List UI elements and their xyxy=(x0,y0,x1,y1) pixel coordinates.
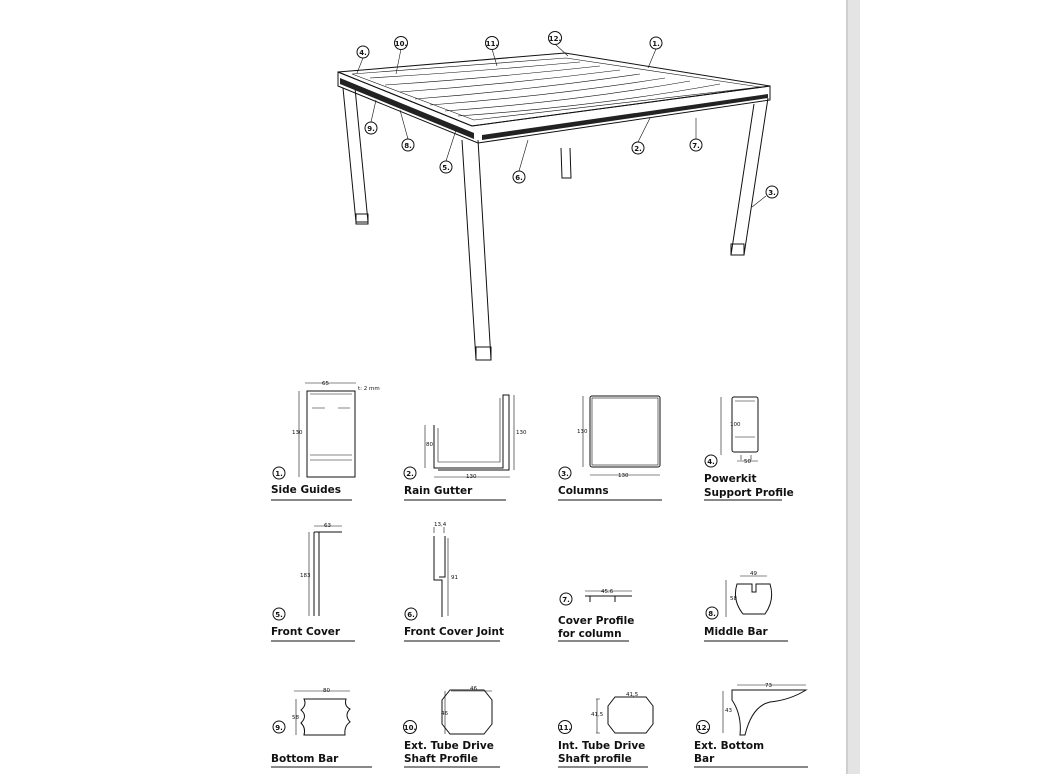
svg-text:12.: 12. xyxy=(549,35,561,43)
svg-text:73: 73 xyxy=(765,683,772,689)
svg-text:100: 100 xyxy=(730,422,741,428)
svg-text:Rain Gutter: Rain Gutter xyxy=(404,485,473,497)
svg-text:9.: 9. xyxy=(367,125,375,133)
part-columns: 130 130 3. Columns xyxy=(558,395,662,501)
callout-5: 5. xyxy=(439,160,453,174)
svg-text:7.: 7. xyxy=(692,142,700,150)
document-page: 4. 10. 11. 12. 1. 9. 8. 5. 6. 2. 7. 3. 6… xyxy=(271,31,808,768)
svg-text:41,5: 41,5 xyxy=(626,692,639,698)
svg-text:6.: 6. xyxy=(515,174,523,182)
svg-text:Ext. Tube Drive: Ext. Tube Drive xyxy=(404,740,494,752)
svg-text:3.: 3. xyxy=(561,470,569,478)
svg-text:10.: 10. xyxy=(395,40,407,48)
svg-text:5.: 5. xyxy=(275,611,283,619)
svg-text:4.: 4. xyxy=(707,458,715,466)
svg-text:130: 130 xyxy=(618,473,629,479)
callout-6: 6. xyxy=(512,170,526,184)
svg-text:Bottom Bar: Bottom Bar xyxy=(271,753,339,765)
svg-text:6.: 6. xyxy=(407,611,415,619)
vertical-scrollbar[interactable] xyxy=(846,0,860,774)
column-right xyxy=(730,97,769,256)
svg-text:8.: 8. xyxy=(708,610,716,618)
part-cover-profile-for-column: 45.6 7. Cover Profile for column xyxy=(558,589,634,642)
part-ext-bottom-bar: 73 43 12. Ext. Bottom Bar xyxy=(694,683,808,768)
svg-text:65: 65 xyxy=(322,381,329,387)
part-bottom-bar: 80 58 9. Bottom Bar xyxy=(271,688,372,768)
callout-4: 4. xyxy=(356,45,370,59)
svg-text:5.: 5. xyxy=(442,164,450,172)
svg-text:91: 91 xyxy=(451,575,458,581)
callout-12: 12. xyxy=(548,31,562,45)
callout-8: 8. xyxy=(401,138,415,152)
svg-text:80: 80 xyxy=(323,688,330,694)
svg-text:50: 50 xyxy=(744,459,751,465)
callout-10: 10. xyxy=(394,36,408,50)
svg-text:183: 183 xyxy=(300,573,311,579)
svg-text:Front Cover Joint: Front Cover Joint xyxy=(404,626,504,638)
svg-text:8.: 8. xyxy=(404,142,412,150)
svg-text:11.: 11. xyxy=(486,40,498,48)
column-front xyxy=(461,139,492,361)
svg-text:t: 2 mm: t: 2 mm xyxy=(358,386,380,392)
svg-text:4.: 4. xyxy=(359,49,367,57)
svg-text:58: 58 xyxy=(292,715,299,721)
svg-text:2.: 2. xyxy=(406,470,414,478)
svg-text:63: 63 xyxy=(324,523,331,529)
part-powerkit-support-profile: 100 50 4. Powerkit Support Profile xyxy=(704,396,794,501)
part-front-cover: 63 183 5. Front Cover xyxy=(271,523,355,642)
svg-text:130: 130 xyxy=(577,429,588,435)
column-back xyxy=(560,147,572,179)
svg-text:Cover Profile: Cover Profile xyxy=(558,615,634,627)
svg-text:43: 43 xyxy=(725,708,732,714)
svg-text:Int. Tube Drive: Int. Tube Drive xyxy=(558,740,645,752)
svg-text:2.: 2. xyxy=(634,145,642,153)
svg-text:Shaft Profile: Shaft Profile xyxy=(404,753,478,765)
part-front-cover-joint: 13,4 91 6. Front Cover Joint xyxy=(404,522,504,642)
svg-text:Powerkit: Powerkit xyxy=(704,473,757,485)
svg-text:Columns: Columns xyxy=(558,485,609,497)
svg-text:130: 130 xyxy=(516,430,527,436)
part-rain-gutter: 80 130 130 2. Rain Gutter xyxy=(403,394,527,501)
svg-text:3.: 3. xyxy=(768,189,776,197)
svg-text:49: 49 xyxy=(750,571,757,577)
svg-text:Middle Bar: Middle Bar xyxy=(704,626,769,638)
part-side-guides: 65 t: 2 mm 130 1. Side Guides xyxy=(271,381,380,501)
callout-1: 1. xyxy=(649,36,663,50)
svg-text:Shaft profile: Shaft profile xyxy=(558,753,632,765)
callout-7: 7. xyxy=(689,138,703,152)
pergola-illustration: 4. 10. 11. 12. 1. 9. 8. 5. 6. 2. 7. 3. xyxy=(337,31,779,361)
svg-text:Front Cover: Front Cover xyxy=(271,626,341,638)
callout-2: 2. xyxy=(631,141,645,155)
svg-text:13,4: 13,4 xyxy=(434,522,447,528)
svg-text:10.: 10. xyxy=(404,724,416,732)
svg-text:12.: 12. xyxy=(697,724,709,732)
callout-11: 11. xyxy=(485,36,499,50)
svg-text:130: 130 xyxy=(466,474,477,480)
svg-text:for column: for column xyxy=(558,628,622,640)
part-middle-bar: 49 58 8. Middle Bar xyxy=(704,571,788,642)
svg-text:Bar: Bar xyxy=(694,753,715,765)
svg-text:9.: 9. xyxy=(275,724,283,732)
svg-text:130: 130 xyxy=(292,430,303,436)
svg-text:46: 46 xyxy=(470,686,477,692)
svg-text:1.: 1. xyxy=(275,470,283,478)
svg-text:45.6: 45.6 xyxy=(601,589,614,595)
svg-text:46: 46 xyxy=(441,711,448,717)
callout-9: 9. xyxy=(364,121,378,135)
part-int-tube-drive-shaft-profile: 41,5 41,5 11. Int. Tube Drive Shaft prof… xyxy=(558,692,654,768)
svg-text:80: 80 xyxy=(426,442,433,448)
svg-text:1.: 1. xyxy=(652,40,660,48)
svg-text:58: 58 xyxy=(730,596,737,602)
svg-text:Support Profile: Support Profile xyxy=(704,487,794,499)
svg-text:Side Guides: Side Guides xyxy=(271,484,341,496)
svg-text:41,5: 41,5 xyxy=(591,712,604,718)
svg-text:11.: 11. xyxy=(559,724,571,732)
column-left xyxy=(342,87,369,223)
callout-3: 3. xyxy=(765,185,779,199)
part-ext-tube-drive-shaft-profile: 46 46 10. Ext. Tube Drive Shaft Profile xyxy=(403,686,500,768)
svg-text:7.: 7. xyxy=(562,596,570,604)
svg-text:Ext. Bottom: Ext. Bottom xyxy=(694,740,764,752)
